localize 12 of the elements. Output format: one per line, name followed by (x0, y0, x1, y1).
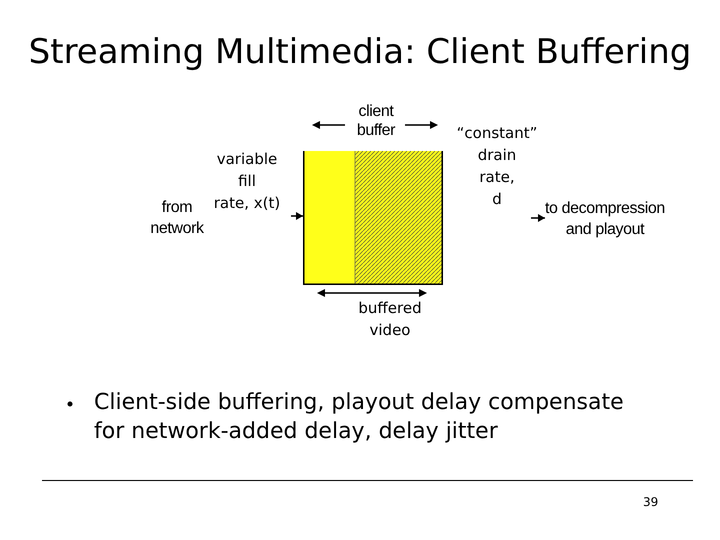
source-label: from network (150, 198, 204, 239)
bullet-text: Client-side buffering, playout delay compensate for network-added delay, delay jitter (94, 389, 624, 446)
arrow (291, 212, 303, 220)
destination-label: to decompression and playout (545, 198, 665, 240)
buffer-container (303, 151, 443, 285)
rate-label: “constant” drain rate, d (456, 123, 538, 210)
arrow (531, 214, 545, 222)
page-number: 39 (643, 494, 658, 510)
slide-title: Streaming Multimedia: Client Buffering (28, 31, 692, 73)
dimension-label: buffered video (358, 298, 422, 341)
rate-label: variable fill rate, x(t) (214, 149, 280, 214)
buffer-label: client buffer (356, 102, 396, 140)
